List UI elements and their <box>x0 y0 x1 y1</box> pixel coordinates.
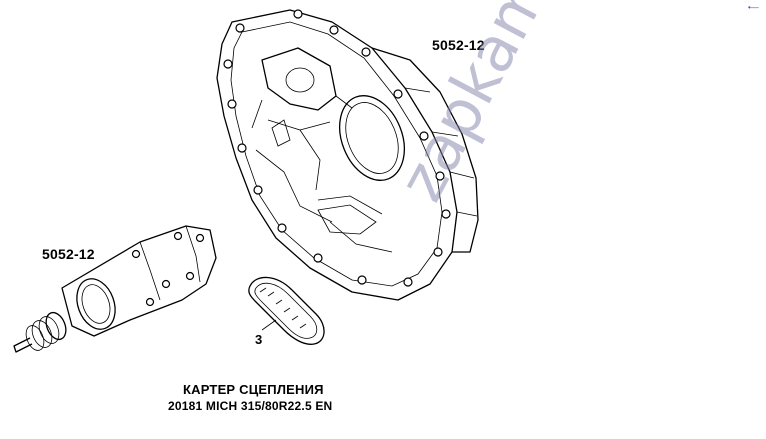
housing-shell-side <box>371 47 479 253</box>
servo-bellows-boot <box>25 311 67 351</box>
housing-part-number: 5052-12 <box>432 37 485 53</box>
assembly-title: КАРТЕР СЦЕПЛЕНИЯ <box>183 382 324 397</box>
housing-outer-flange <box>216 9 458 301</box>
leader-seal <box>261 319 277 331</box>
corner-mark: •— <box>748 3 759 12</box>
oval-seal <box>248 276 325 345</box>
assembly-code: 20181 MICH 315/80R22.5 EN <box>168 399 333 413</box>
housing-bolt-holes <box>223 9 451 287</box>
seal-item-number: 3 <box>255 332 263 347</box>
servo-flange <box>76 278 116 330</box>
cylinder-part-number: 5052-12 <box>42 246 95 262</box>
servo-push-rod <box>13 337 33 353</box>
housing-main-bore <box>339 95 405 181</box>
servo-main-body <box>61 225 217 337</box>
housing-starter-boss <box>261 47 337 111</box>
housing-ribs <box>251 95 393 253</box>
clutch-servo-cylinder <box>13 225 217 353</box>
clutch-housing <box>216 9 479 301</box>
